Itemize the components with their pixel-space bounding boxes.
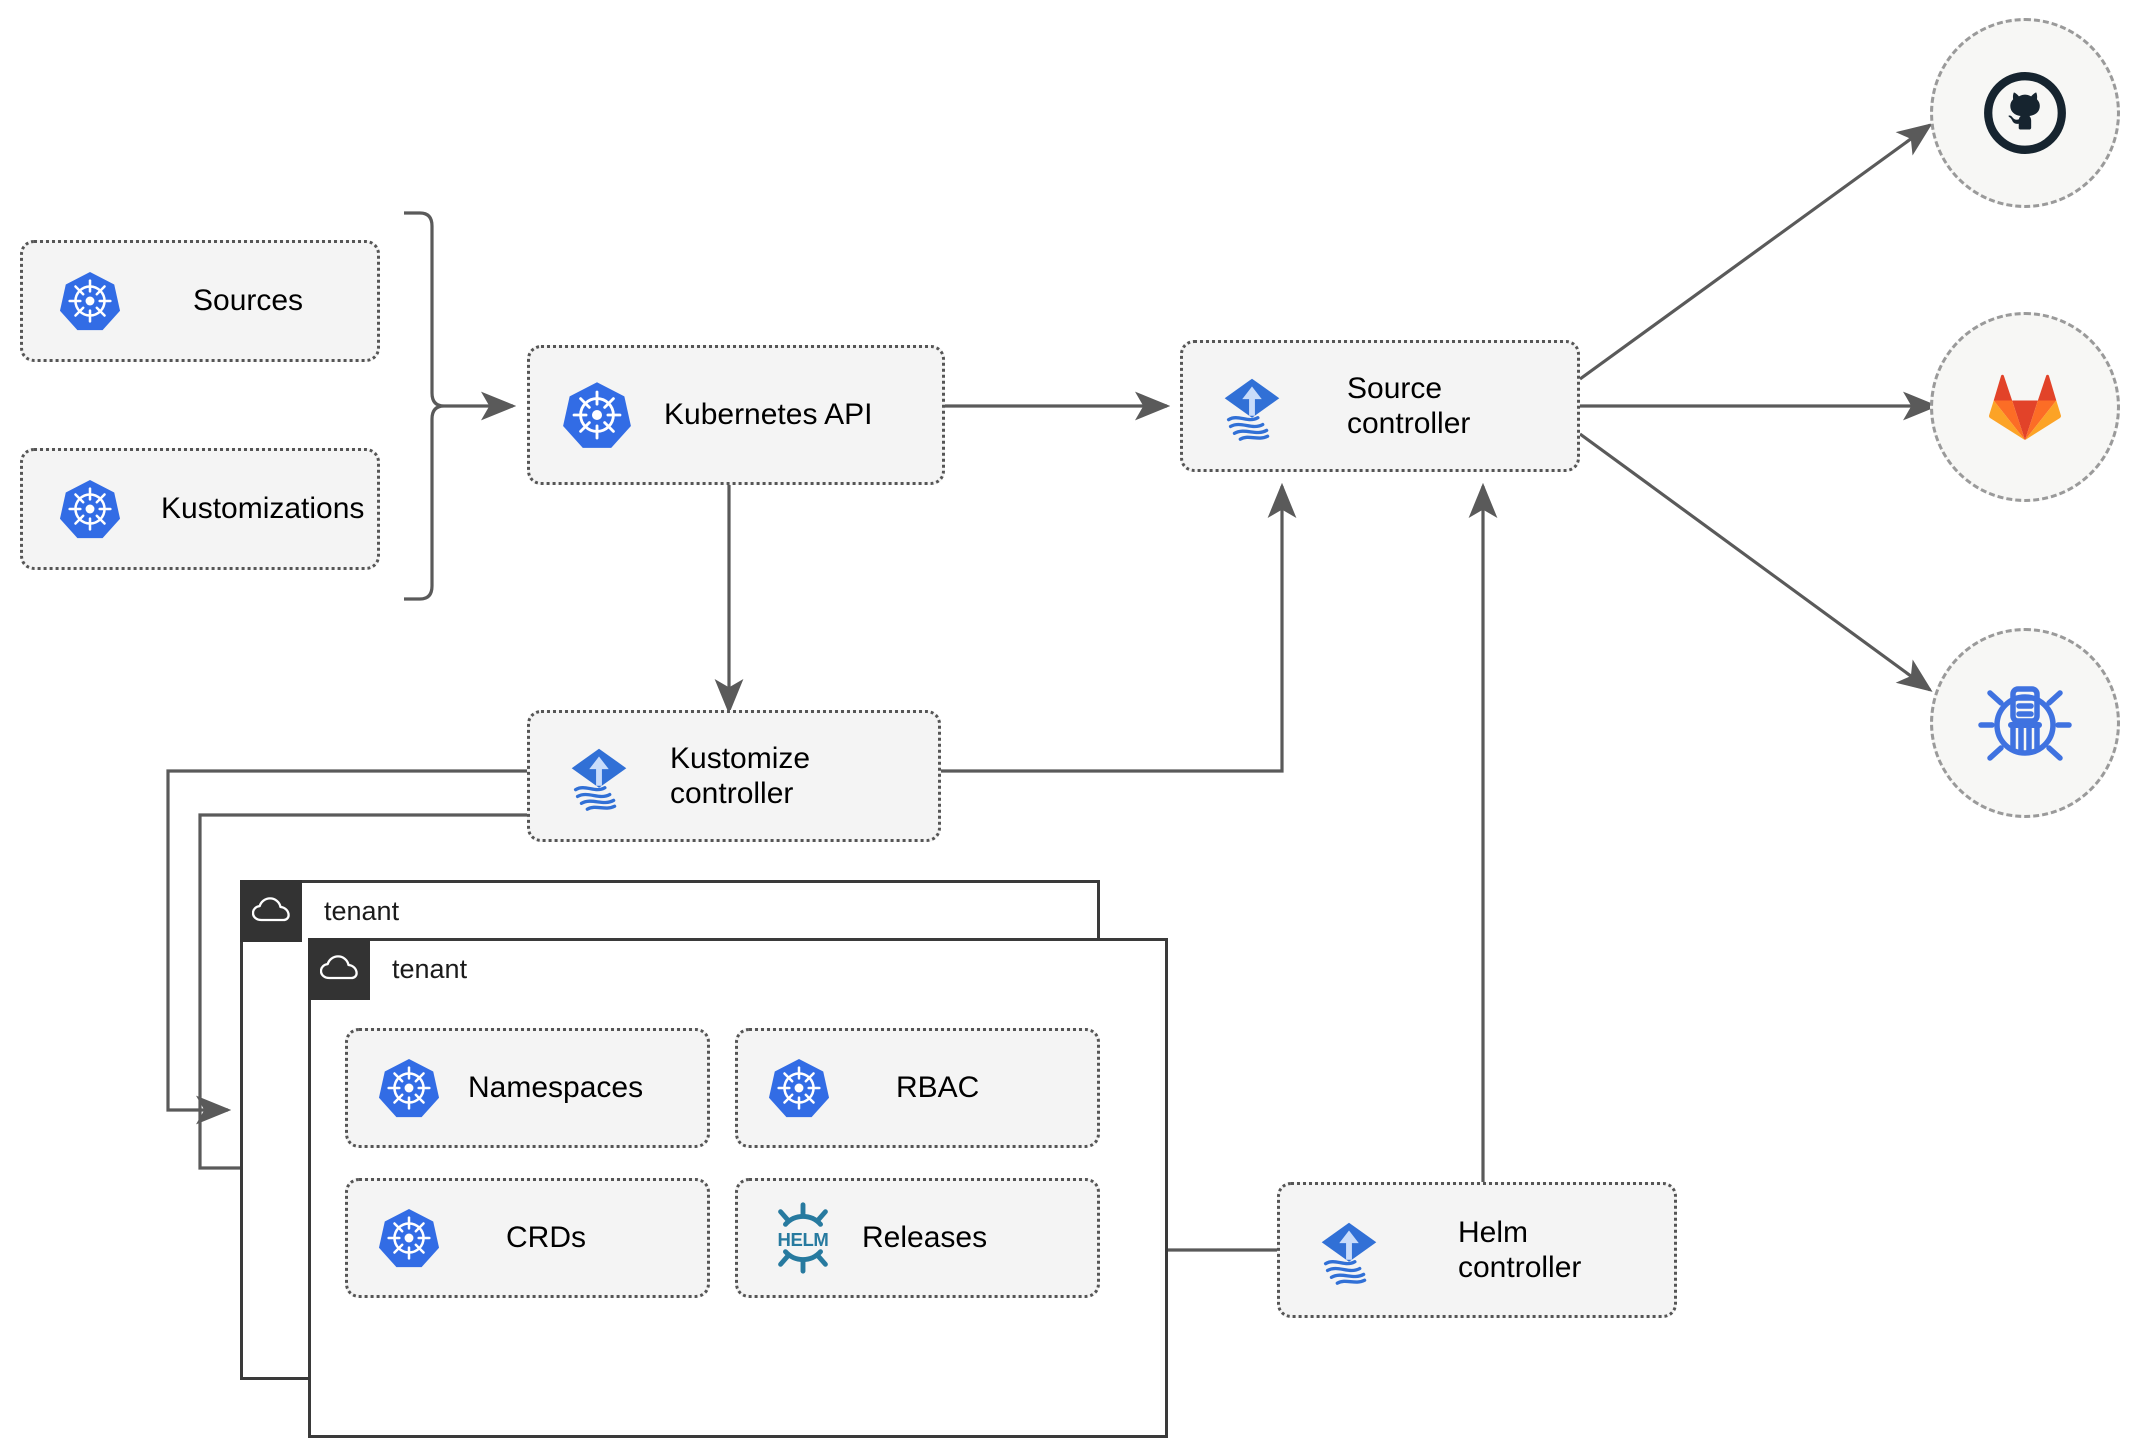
- group-bracket: [404, 211, 445, 601]
- tenant-header-inner: tenant: [308, 938, 467, 1000]
- kubernetes-icon: [59, 270, 121, 332]
- node-sources[interactable]: Sources: [20, 240, 380, 362]
- endpoint-gitlab[interactable]: [1930, 312, 2120, 502]
- node-label: Releases: [862, 1221, 988, 1255]
- node-rbac[interactable]: RBAC: [735, 1028, 1100, 1148]
- bucket-icon: [1978, 686, 2072, 761]
- tenant-label: tenant: [324, 895, 400, 926]
- flux-icon: [1213, 367, 1291, 445]
- cloud-icon: [240, 880, 302, 942]
- node-label: Kubernetes API: [664, 398, 873, 432]
- node-namespaces[interactable]: Namespaces: [345, 1028, 710, 1148]
- node-helm-controller[interactable]: Helm controller: [1277, 1182, 1677, 1318]
- endpoint-github[interactable]: [1930, 18, 2120, 208]
- kubernetes-icon: [378, 1057, 440, 1119]
- tenant-header-outer: tenant: [240, 880, 399, 942]
- node-kustomizations[interactable]: Kustomizations: [20, 448, 380, 570]
- node-label: Source controller: [1347, 371, 1471, 440]
- node-label: Kustomize controller: [670, 741, 811, 810]
- node-releases[interactable]: HELM Releases: [735, 1178, 1100, 1298]
- cloud-icon: [308, 938, 370, 1000]
- node-label: Helm controller: [1458, 1215, 1582, 1284]
- node-kustomize-controller[interactable]: Kustomize controller: [527, 710, 941, 842]
- svg-text:HELM: HELM: [778, 1229, 829, 1250]
- node-kubernetes-api[interactable]: Kubernetes API: [527, 345, 945, 485]
- flux-icon: [1310, 1211, 1388, 1289]
- edge-source-to-github: [1579, 123, 1933, 381]
- kubernetes-icon: [768, 1057, 830, 1119]
- endpoint-bucket[interactable]: [1930, 628, 2120, 818]
- github-icon: [1984, 72, 2066, 154]
- gitlab-icon: [1989, 374, 2061, 441]
- node-label: Namespaces: [468, 1071, 644, 1105]
- kubernetes-icon: [378, 1207, 440, 1269]
- node-label: Sources: [193, 284, 304, 318]
- node-source-controller[interactable]: Source controller: [1180, 340, 1580, 472]
- tenant-label: tenant: [392, 953, 468, 984]
- flux-icon: [560, 737, 638, 815]
- node-label: CRDs: [506, 1221, 586, 1255]
- edge-kustomize-to-source: [941, 482, 1297, 773]
- node-crds[interactable]: CRDs: [345, 1178, 710, 1298]
- kubernetes-icon: [59, 478, 121, 540]
- node-label: RBAC: [896, 1071, 980, 1105]
- kubernetes-icon: [562, 380, 632, 450]
- diagram-canvas: tenant tenant: [20, 18, 2120, 1438]
- node-label: Kustomizations: [161, 492, 365, 526]
- helm-icon: HELM: [764, 1199, 842, 1277]
- edge-source-to-bucket: [1579, 432, 1933, 692]
